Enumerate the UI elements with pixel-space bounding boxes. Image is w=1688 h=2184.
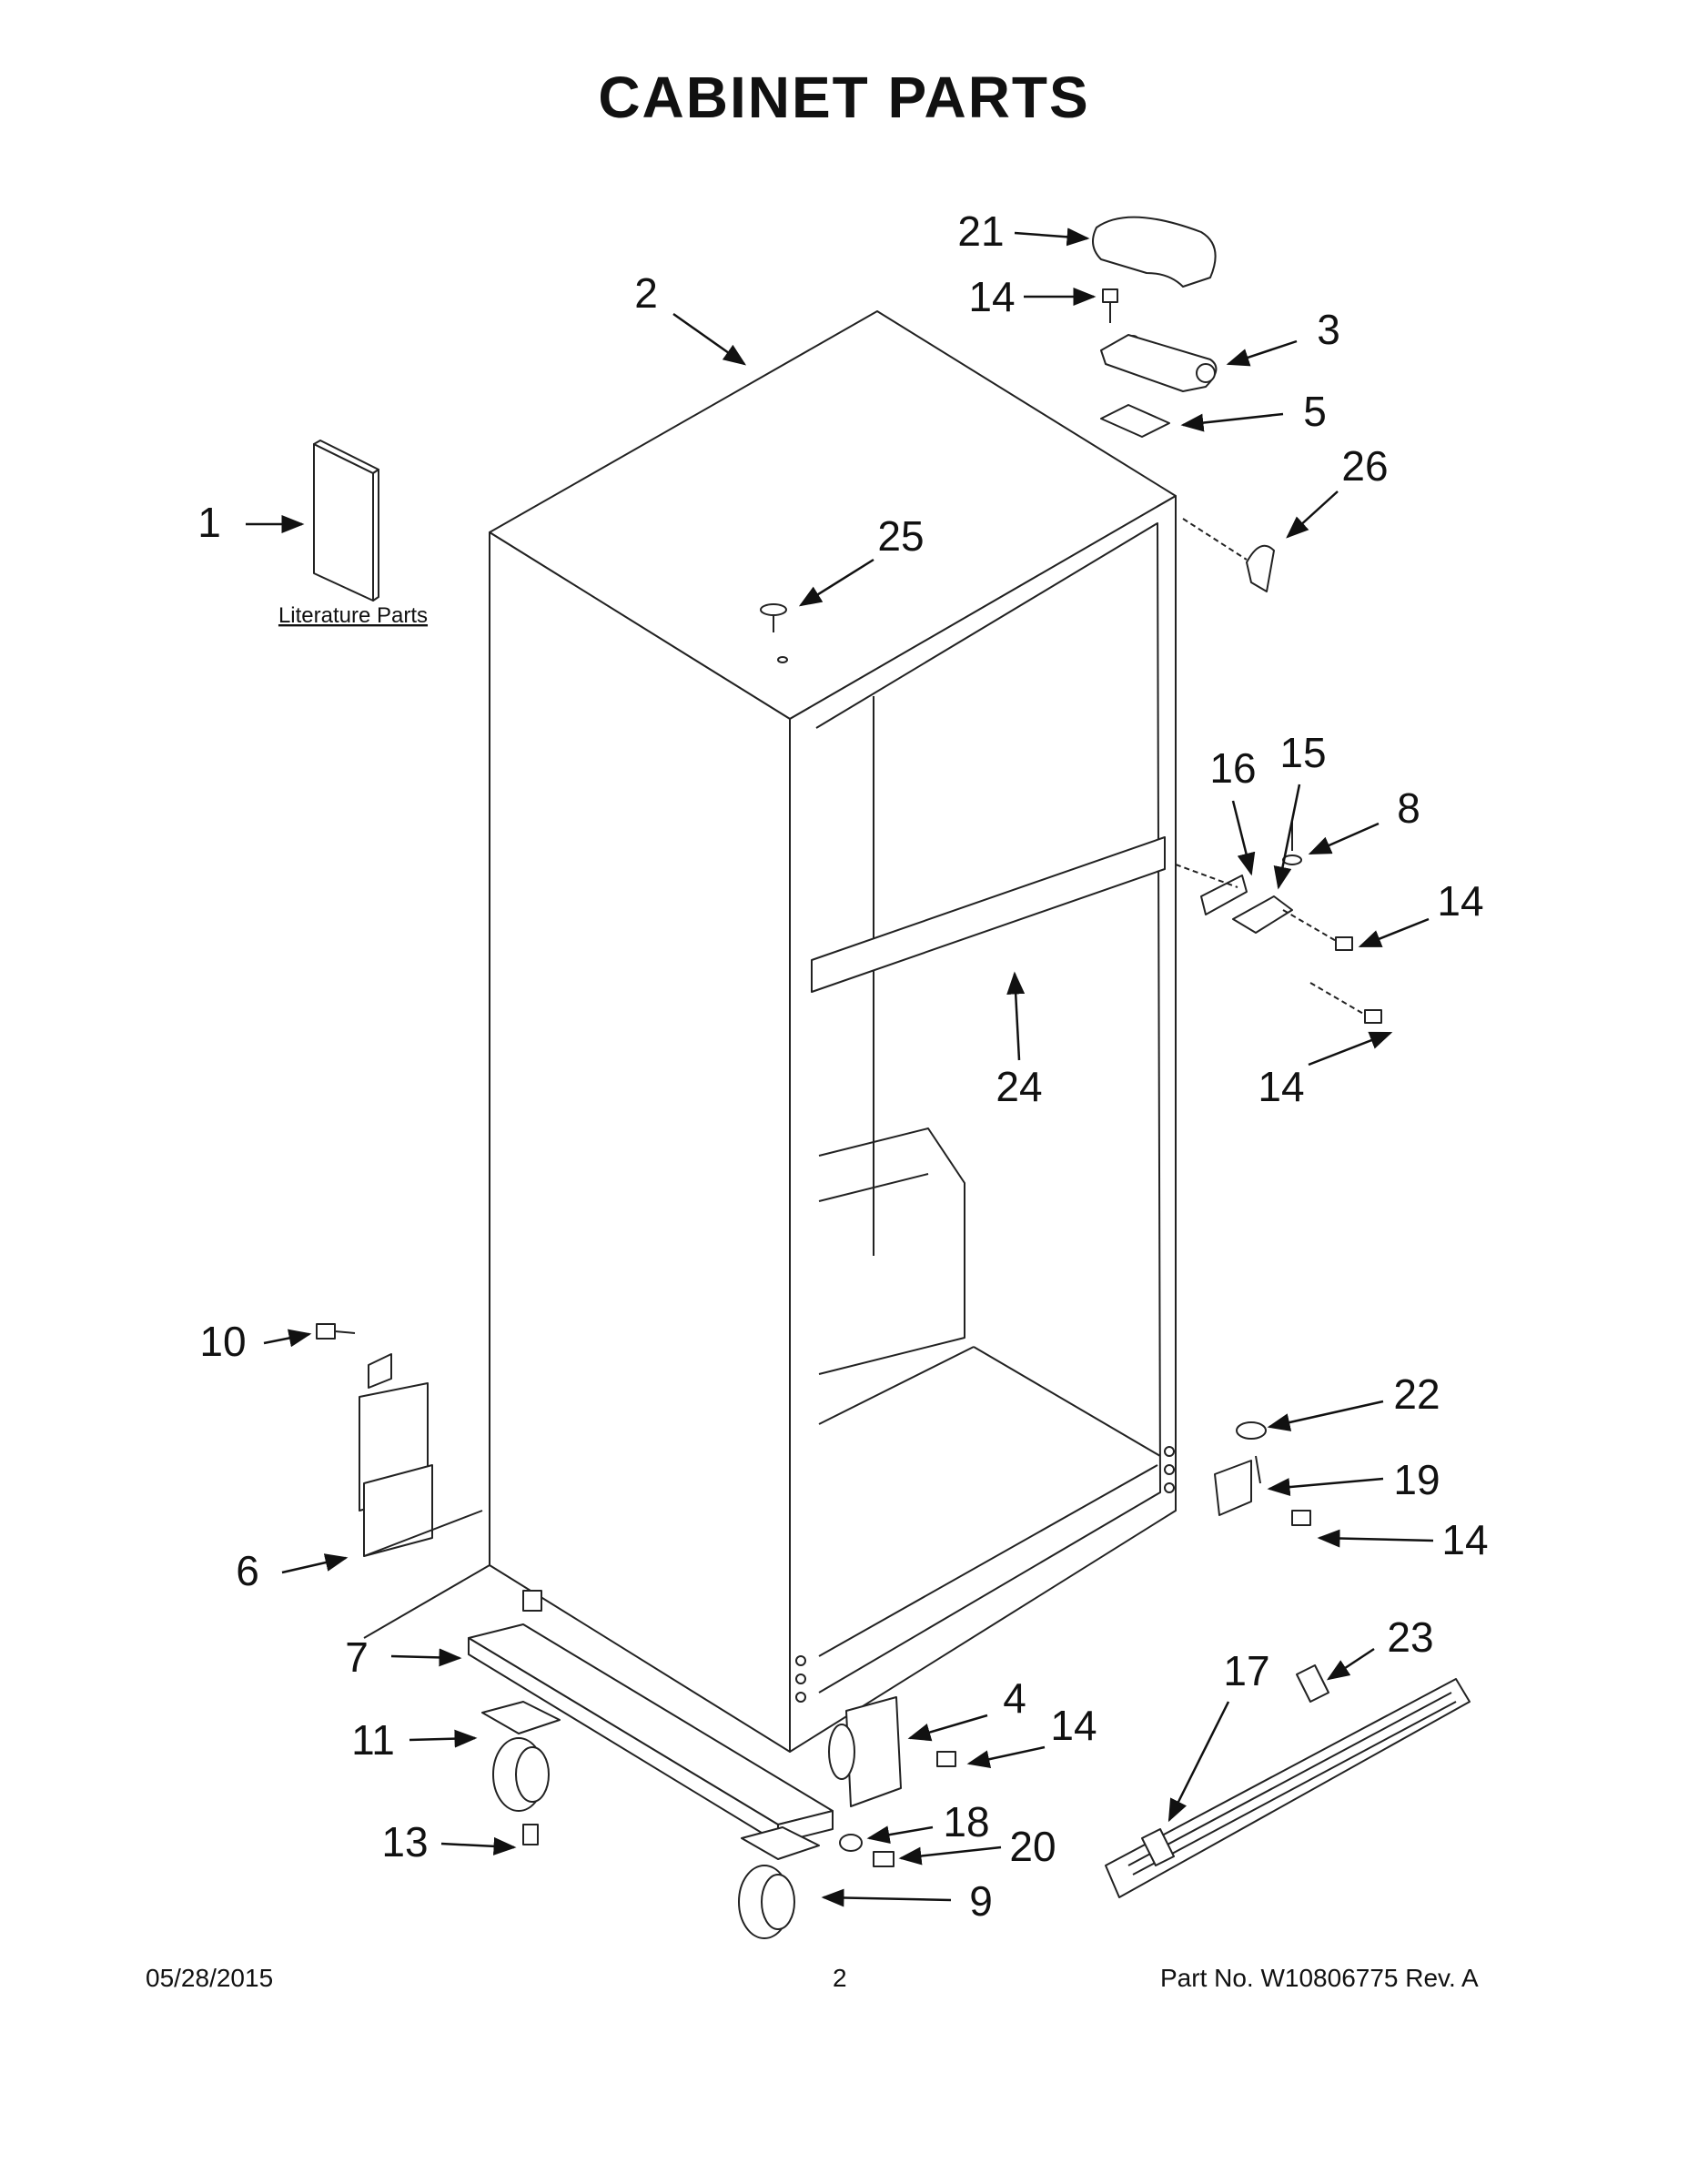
callout-15: 15 xyxy=(1273,729,1327,890)
svg-text:10: 10 xyxy=(199,1318,246,1365)
svg-text:21: 21 xyxy=(957,207,1004,255)
callout-21: 21 xyxy=(957,207,1090,255)
svg-text:25: 25 xyxy=(877,512,924,560)
svg-text:2: 2 xyxy=(634,269,658,317)
svg-text:22: 22 xyxy=(1393,1370,1440,1418)
base-rail xyxy=(468,1590,834,1844)
callout-17: 17 xyxy=(1167,1647,1270,1823)
callout-10: 10 xyxy=(199,1318,312,1365)
callout-3: 3 xyxy=(1226,306,1340,367)
callout-20: 20 xyxy=(898,1823,1056,1870)
callout-22: 22 xyxy=(1267,1370,1440,1431)
callout-2: 2 xyxy=(634,269,747,366)
callout-5: 5 xyxy=(1180,388,1327,435)
callout-14-center-lower: 14 xyxy=(1258,1031,1393,1110)
footer-part-number: Part No. W10806775 Rev. A xyxy=(1160,1964,1479,1992)
svg-text:14: 14 xyxy=(968,273,1015,320)
hinge-shim xyxy=(1100,404,1170,438)
svg-text:18: 18 xyxy=(943,1798,989,1845)
svg-text:17: 17 xyxy=(1223,1647,1269,1694)
hinge-cap xyxy=(1182,518,1275,592)
callout-11: 11 xyxy=(351,1716,478,1764)
callout-8: 8 xyxy=(1308,784,1420,855)
svg-text:7: 7 xyxy=(345,1633,369,1681)
caster-rear xyxy=(738,1826,820,1939)
center-hinge xyxy=(1175,819,1382,1024)
callout-1: 1 xyxy=(197,499,305,546)
svg-text:8: 8 xyxy=(1397,784,1420,832)
svg-text:26: 26 xyxy=(1341,442,1388,490)
bottom-hinge-bracket-left xyxy=(316,1323,483,1557)
washer-and-bolt xyxy=(839,1834,895,1867)
toe-grille xyxy=(1105,1664,1471,1898)
callout-7: 7 xyxy=(345,1633,462,1681)
literature-parts xyxy=(313,440,379,602)
hinge-cover xyxy=(1092,216,1217,288)
caster-front xyxy=(481,1701,561,1812)
callout-9: 9 xyxy=(821,1877,993,1925)
cabinet-body xyxy=(363,310,1177,1753)
svg-text:19: 19 xyxy=(1393,1456,1440,1503)
caster-screw xyxy=(522,1824,539,1845)
svg-text:20: 20 xyxy=(1009,1823,1056,1870)
callout-26: 26 xyxy=(1286,442,1389,539)
svg-text:14: 14 xyxy=(1437,877,1483,925)
svg-text:1: 1 xyxy=(197,499,221,546)
callout-24: 24 xyxy=(996,971,1043,1110)
callout-13: 13 xyxy=(381,1818,517,1866)
svg-text:24: 24 xyxy=(996,1063,1042,1110)
svg-text:13: 13 xyxy=(381,1818,428,1866)
svg-text:9: 9 xyxy=(969,1877,993,1925)
callout-19: 19 xyxy=(1267,1456,1440,1503)
footer-date: 05/28/2015 xyxy=(146,1964,274,1992)
callout-18: 18 xyxy=(866,1798,990,1845)
callout-6: 6 xyxy=(236,1547,349,1594)
svg-text:4: 4 xyxy=(1003,1674,1026,1722)
literature-parts-label: Literature Parts xyxy=(278,603,428,628)
hinge-screw-top xyxy=(1102,288,1118,323)
svg-text:23: 23 xyxy=(1387,1613,1433,1661)
svg-text:3: 3 xyxy=(1317,306,1340,353)
callout-14-center-upper: 14 xyxy=(1358,877,1484,948)
svg-text:14: 14 xyxy=(1258,1063,1304,1110)
leveling-bracket xyxy=(828,1696,956,1807)
svg-text:15: 15 xyxy=(1279,729,1326,776)
callout-16: 16 xyxy=(1209,744,1257,876)
footer-page-number: 2 xyxy=(833,1964,847,1992)
callout-14-bottom-hinge: 14 xyxy=(1317,1516,1489,1563)
svg-text:16: 16 xyxy=(1209,744,1256,792)
callout-14-top: 14 xyxy=(968,273,1097,320)
svg-text:6: 6 xyxy=(236,1547,259,1594)
svg-text:14: 14 xyxy=(1050,1702,1097,1749)
bottom-hinge-right xyxy=(1214,1421,1311,1526)
callout-25: 25 xyxy=(798,512,925,607)
page-title: CABINET PARTS xyxy=(598,65,1090,130)
svg-text:5: 5 xyxy=(1303,388,1327,435)
plug-button xyxy=(760,603,787,632)
svg-text:14: 14 xyxy=(1441,1516,1488,1563)
top-hinge xyxy=(1100,334,1218,392)
svg-text:11: 11 xyxy=(351,1716,395,1764)
callout-4: 4 xyxy=(907,1674,1026,1742)
callout-14-leveling: 14 xyxy=(966,1702,1097,1769)
callout-23: 23 xyxy=(1326,1613,1434,1681)
